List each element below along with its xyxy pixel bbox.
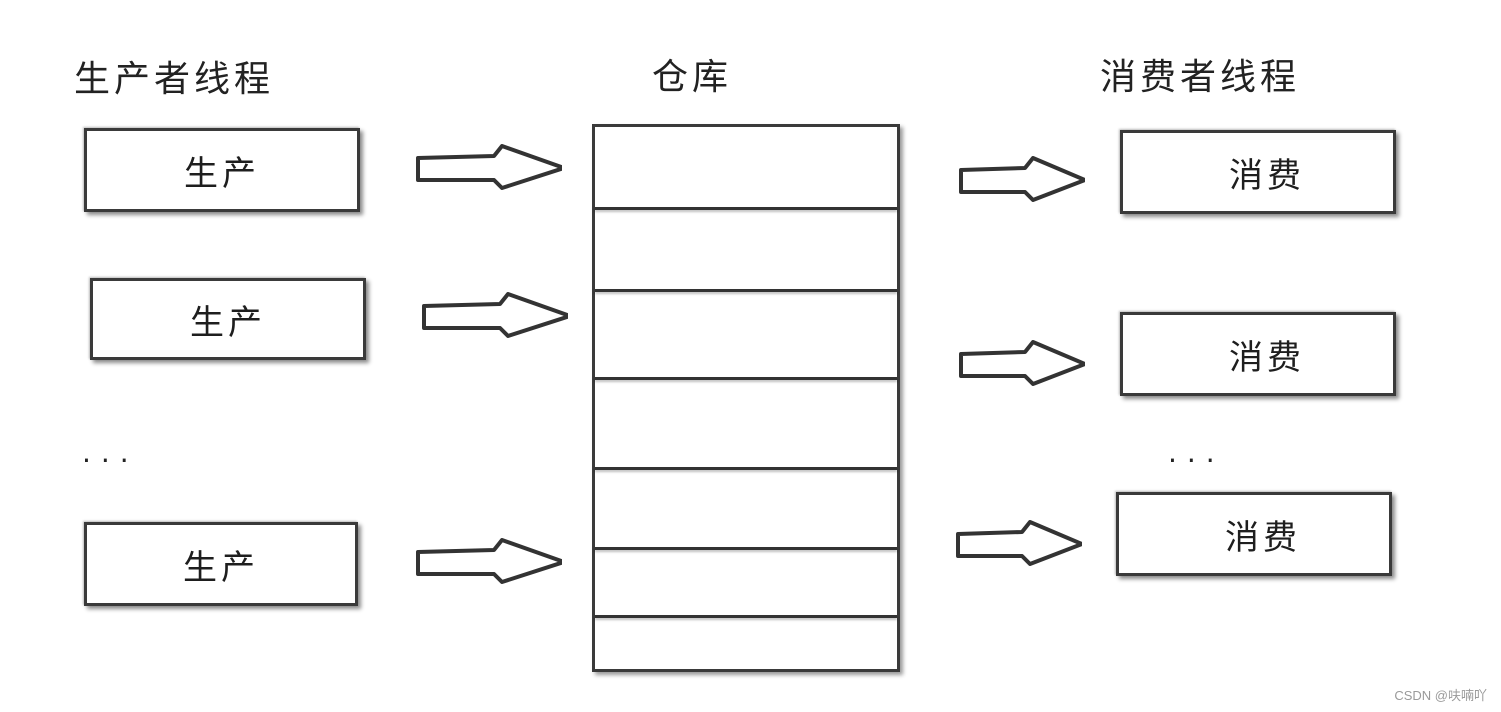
watermark: CSDN @呋喃吖 [1394,688,1487,703]
consumer-box: 消费 [1120,312,1396,396]
producer-label: 生产 [184,153,260,194]
warehouse-buffer [592,124,900,672]
producer-label: 生产 [190,302,266,343]
right-arrow-icon [959,340,1085,386]
consumer-label: 消费 [1225,517,1301,558]
consumer-box: 消费 [1120,130,1396,214]
slot-divider [595,467,897,470]
producer-ellipsis: ... [82,436,139,469]
slot-divider [595,377,897,380]
slot-divider [595,547,897,550]
slot-divider [595,207,897,210]
producer-label: 生产 [183,547,259,588]
warehouse-heading: 仓库 [652,57,733,98]
producer-box: 生产 [90,278,366,360]
right-arrow-icon [956,520,1082,566]
slot-divider [595,615,897,618]
producer-box: 生产 [84,128,360,212]
right-arrow-icon [959,156,1085,202]
consumer-box: 消费 [1116,492,1392,576]
consumer-label: 消费 [1229,337,1305,378]
right-arrow-icon [416,538,562,584]
right-arrow-icon [422,292,568,338]
consumer-label: 消费 [1229,155,1305,196]
right-arrow-icon [416,144,562,190]
consumer-ellipsis: ... [1168,436,1225,469]
consumer-threads-heading: 消费者线程 [1100,57,1301,98]
slot-divider [595,289,897,292]
producer-threads-heading: 生产者线程 [74,59,275,100]
producer-box: 生产 [84,522,358,606]
